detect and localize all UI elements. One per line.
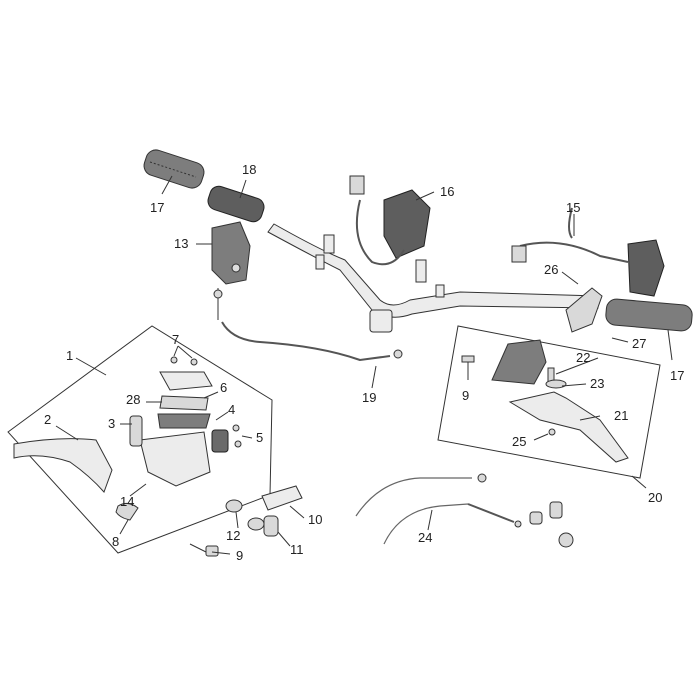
label-13: 13: [174, 236, 188, 251]
label-22: 22: [576, 350, 590, 365]
label-28: 28: [126, 392, 140, 407]
label-25: 25: [512, 434, 526, 449]
label-15: 15: [566, 200, 580, 215]
label-26: 26: [544, 262, 558, 277]
left-grip: [143, 149, 205, 189]
label-6: 6: [220, 380, 227, 395]
label-24: 24: [418, 530, 432, 545]
label-21: 21: [614, 408, 628, 423]
switch-housing-16: [349, 175, 431, 266]
label-12: 12: [226, 528, 240, 543]
left-switch-housing: [211, 221, 251, 285]
label-23: 23: [590, 376, 604, 391]
switch-housing-15: [511, 207, 665, 297]
right-lever-assembly: [461, 339, 629, 463]
group-box-20: [437, 325, 661, 479]
label-16: 16: [440, 184, 454, 199]
label-3: 3: [108, 416, 115, 431]
master-cylinder-assembly: [13, 356, 242, 521]
label-8: 8: [112, 534, 119, 549]
label-1: 1: [66, 348, 73, 363]
label-17-left: 17: [150, 200, 164, 215]
label-19: 19: [362, 390, 376, 405]
label-14: 14: [120, 494, 134, 509]
label-27: 27: [632, 336, 646, 351]
throttle-grip: [207, 185, 265, 223]
part-labels: 1 2 3 4 5 6 7 8 9 9 10 11 12 13 14 15 16…: [44, 162, 684, 563]
cable-19: [213, 288, 403, 362]
label-9-left: 9: [236, 548, 243, 563]
banjo-and-pipe: [189, 485, 303, 557]
label-11: 11: [290, 542, 304, 557]
label-10: 10: [308, 512, 322, 527]
group-box-1: [7, 325, 273, 554]
leader-lines: [55, 175, 673, 555]
right-grip: [565, 287, 693, 333]
label-9-right: 9: [462, 388, 469, 403]
throttle-cable-24: [355, 473, 522, 545]
label-5: 5: [256, 430, 263, 445]
label-18: 18: [242, 162, 256, 177]
label-17-right: 17: [670, 368, 684, 383]
handlebar-tube: [267, 223, 599, 333]
label-7: 7: [172, 332, 179, 347]
fittings: [529, 501, 574, 548]
label-20: 20: [648, 490, 662, 505]
label-2: 2: [44, 412, 51, 427]
label-4: 4: [228, 402, 235, 417]
